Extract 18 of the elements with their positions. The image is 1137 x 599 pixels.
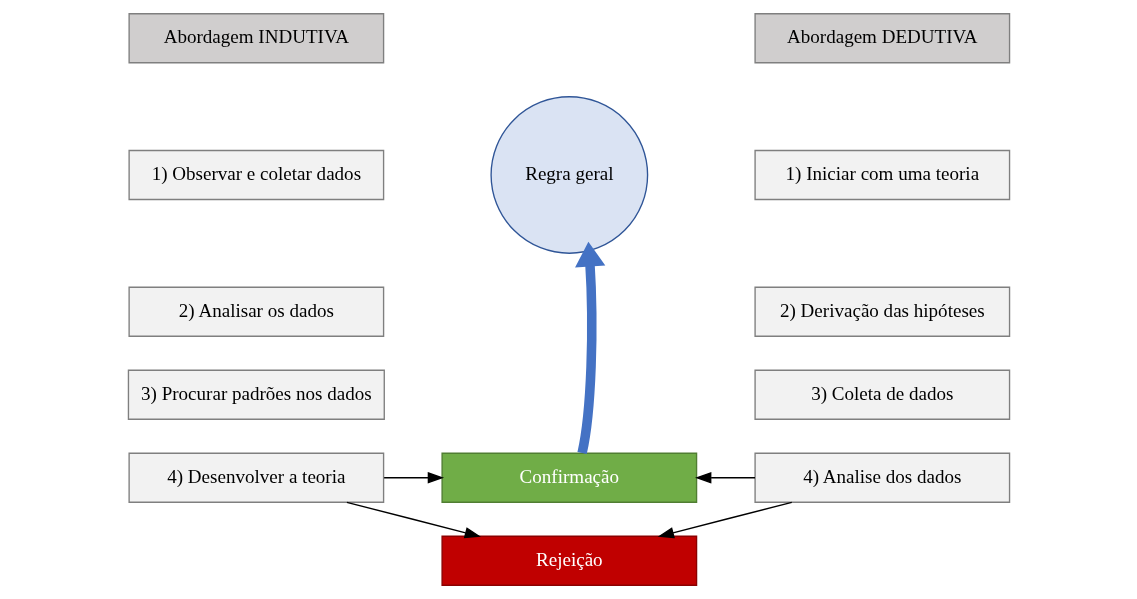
node-box: Abordagem INDUTIVA [127, 13, 384, 64]
arrow [574, 241, 605, 454]
node-box: Confirmação [440, 452, 697, 503]
node-box: Rejeição [440, 535, 697, 586]
arrow [657, 501, 792, 539]
node-box: 1) Observar e coletar dados [127, 149, 384, 201]
arrow [694, 472, 756, 484]
arrow [345, 501, 481, 539]
node-box: Abordagem DEDUTIVA [753, 13, 1010, 64]
node-circle: Regra geral [489, 96, 648, 254]
node-box: 3) Procurar padrões nos dados [127, 369, 385, 420]
node-box: 2) Analisar os dados [127, 286, 384, 337]
node-box: 4) Desenvolver a teoria [127, 452, 384, 503]
node-box: 2) Derivação das hipóteses [753, 286, 1010, 337]
node-box: 1) Iniciar com uma teoria [753, 149, 1010, 201]
node-box: 4) Analise dos dados [753, 452, 1010, 503]
arrow [382, 472, 444, 484]
node-box: 3) Coleta de dados [753, 369, 1010, 420]
